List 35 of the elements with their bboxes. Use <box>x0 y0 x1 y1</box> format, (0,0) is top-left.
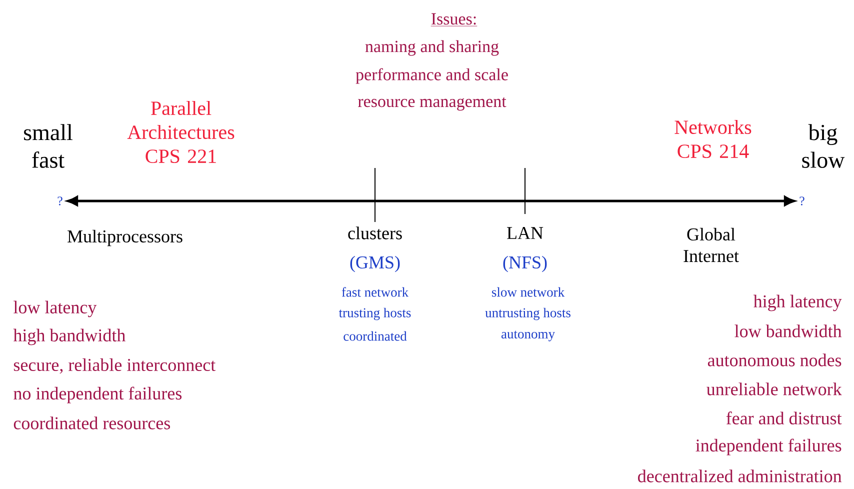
text-label: fear and distrust <box>726 412 842 424</box>
text-label: no independent failures <box>14 386 182 404</box>
text-label: Networks CPS 214 <box>674 120 752 158</box>
text-label: independent failures <box>696 438 842 456</box>
text-label: performance and scale <box>356 68 508 84</box>
text-label: (NFS) <box>503 256 547 272</box>
text-label: resource management <box>358 97 506 111</box>
text-label: Multiprocessors <box>68 230 182 246</box>
text-label: big slow <box>802 124 845 168</box>
text-label: decentralized administration <box>638 470 842 482</box>
axis-end-mark: ? <box>800 196 804 206</box>
text-label: secure, reliable interconnect <box>14 358 216 374</box>
text-label: coordinated resources <box>14 416 170 430</box>
text-label: naming and sharing <box>365 40 499 56</box>
text-label: untrusting hosts <box>485 308 570 320</box>
text-label: autonomous nodes <box>708 354 842 366</box>
text-label: high latency <box>754 294 842 312</box>
text-label: Parallel Architectures CPS 221 <box>127 100 234 164</box>
text-label: unreliable network <box>706 382 842 396</box>
text-label: Issues: <box>430 13 478 26</box>
text-label: low bandwidth <box>734 324 842 338</box>
text-label: LAN <box>507 227 544 239</box>
text-label: autonomy <box>501 330 555 342</box>
axis-arrow <box>67 196 795 206</box>
axis-end-mark: ? <box>58 196 62 206</box>
text-label: coordinated <box>344 331 407 341</box>
text-label: fast network <box>342 287 409 297</box>
text-label: small fast <box>24 124 72 168</box>
text-label: clusters <box>348 226 402 240</box>
text-label: high bandwidth <box>13 328 126 346</box>
text-label: Global Internet <box>684 228 739 262</box>
text-label: (GMS) <box>350 256 400 272</box>
text-label: slow network <box>492 287 565 297</box>
text-label: trusting hosts <box>338 308 411 320</box>
text-label: low latency <box>14 300 97 318</box>
